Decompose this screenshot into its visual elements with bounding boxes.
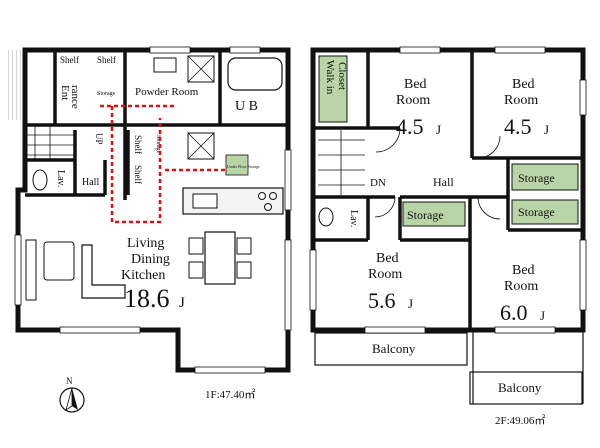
- bedroom-2-label: Bed Room 4.5 J: [504, 77, 549, 139]
- bedroom-1-label: Bed Room 4.5 J: [396, 77, 441, 139]
- entrance-label: Ent rance: [59, 85, 81, 109]
- circulation-arrows: [100, 104, 225, 224]
- svg-text:J: J: [436, 122, 441, 137]
- svg-text:Ent: Ent: [59, 85, 71, 100]
- storage-3: Storage: [511, 199, 579, 225]
- svg-text:6.0: 6.0: [500, 300, 528, 325]
- dining-table: [204, 231, 236, 285]
- porch: [5, 50, 25, 120]
- svg-text:Living: Living: [127, 236, 164, 251]
- svg-text:N: N: [66, 376, 73, 386]
- floor-storage: Under Floor Storage: [225, 154, 260, 176]
- compass-icon: N: [59, 376, 85, 413]
- floor-1: Ent rance Shelf Shelf Storage Powder Roo…: [5, 46, 292, 401]
- stairs-1f: [25, 125, 75, 160]
- storage-1: Storage: [402, 201, 466, 227]
- svg-text:rance: rance: [69, 85, 81, 109]
- svg-text:J: J: [179, 295, 185, 311]
- svg-text:J: J: [408, 296, 413, 311]
- coffee-table: [43, 241, 75, 281]
- svg-text:5.6: 5.6: [368, 288, 396, 313]
- svg-text:4.5: 4.5: [396, 114, 424, 139]
- svg-text:Walk in: Walk in: [324, 60, 336, 95]
- stove-icon: [258, 192, 277, 211]
- shelf-label-4: Shelf: [133, 165, 143, 184]
- sofa: [81, 244, 126, 299]
- floor-2: Walk in Closet DN Hall Bed Room 4.5 J Be…: [309, 46, 587, 427]
- storage-small-label-1: Storage: [97, 91, 116, 97]
- floor-2-area: 2F:49.06㎡: [495, 414, 545, 427]
- floor-1-windows: [14, 46, 292, 374]
- shelf-label-2: Shelf: [97, 55, 116, 65]
- storage-small-label-2: Storage: [155, 135, 161, 154]
- svg-text:Bed: Bed: [512, 77, 535, 92]
- svg-text:Room: Room: [396, 93, 430, 108]
- svg-text:Storage: Storage: [518, 171, 555, 185]
- balcony-2: [469, 371, 583, 405]
- toilet-1f: [32, 169, 48, 191]
- svg-text:Bed: Bed: [512, 263, 535, 278]
- hall-label-2f: Hall: [433, 175, 454, 189]
- hall-label-1f: Hall: [82, 177, 99, 188]
- floor-2-interior-walls: [313, 50, 583, 330]
- svg-text:Room: Room: [368, 267, 402, 282]
- tv-stand: [25, 239, 37, 301]
- floor-1-interior-walls: [25, 50, 288, 200]
- washbasin: [153, 57, 177, 73]
- stairs-2f: [318, 130, 365, 195]
- svg-text:Storage: Storage: [518, 205, 555, 219]
- svg-text:18.6: 18.6: [124, 284, 170, 313]
- svg-text:Room: Room: [504, 93, 538, 108]
- bedroom-3-label: Bed Room 5.6 J: [368, 251, 413, 313]
- lav-label-2f: Lav.: [348, 210, 359, 227]
- svg-text:Under Floor Storage: Under Floor Storage: [227, 164, 260, 169]
- svg-text:Bed: Bed: [404, 77, 427, 92]
- svg-text:4.5: 4.5: [504, 114, 532, 139]
- floor-2-windows: [309, 46, 587, 334]
- floor-1-area: 1F:47.40㎡: [205, 388, 255, 401]
- door-swings: [374, 127, 501, 220]
- storage-2: Storage: [511, 163, 579, 191]
- toilet-2f: [318, 207, 334, 227]
- dining-chairs: [188, 237, 252, 279]
- svg-text:Kitchen: Kitchen: [121, 268, 165, 283]
- lav-label-1f: Lav.: [55, 170, 66, 187]
- svg-text:Dining: Dining: [131, 252, 170, 267]
- bathtub: [227, 57, 283, 91]
- walkin-closet-label: Walk in Closet: [318, 55, 348, 123]
- balcony-1-label: Balcony: [372, 341, 416, 356]
- powder-room-label: Powder Room: [135, 86, 199, 98]
- kitchen-sink: [192, 193, 218, 209]
- ldk-label: Living Dining Kitchen 18.6 J: [121, 236, 185, 313]
- balcony-2-label: Balcony: [498, 380, 542, 395]
- up-label: UP: [94, 133, 104, 145]
- svg-text:Storage: Storage: [407, 208, 444, 222]
- svg-text:Room: Room: [504, 279, 538, 294]
- dn-label: DN: [370, 177, 386, 189]
- bedroom-4-label: Bed Room 6.0 J: [500, 263, 545, 325]
- svg-text:J: J: [540, 308, 545, 323]
- ub-label: U B: [235, 99, 258, 114]
- shelf-label-3: Shelf: [133, 135, 143, 154]
- svg-text:J: J: [544, 122, 549, 137]
- balcony-1: [314, 332, 468, 366]
- shelf-label-1: Shelf: [60, 55, 79, 65]
- svg-text:Closet: Closet: [336, 62, 348, 90]
- svg-text:Bed: Bed: [376, 251, 399, 266]
